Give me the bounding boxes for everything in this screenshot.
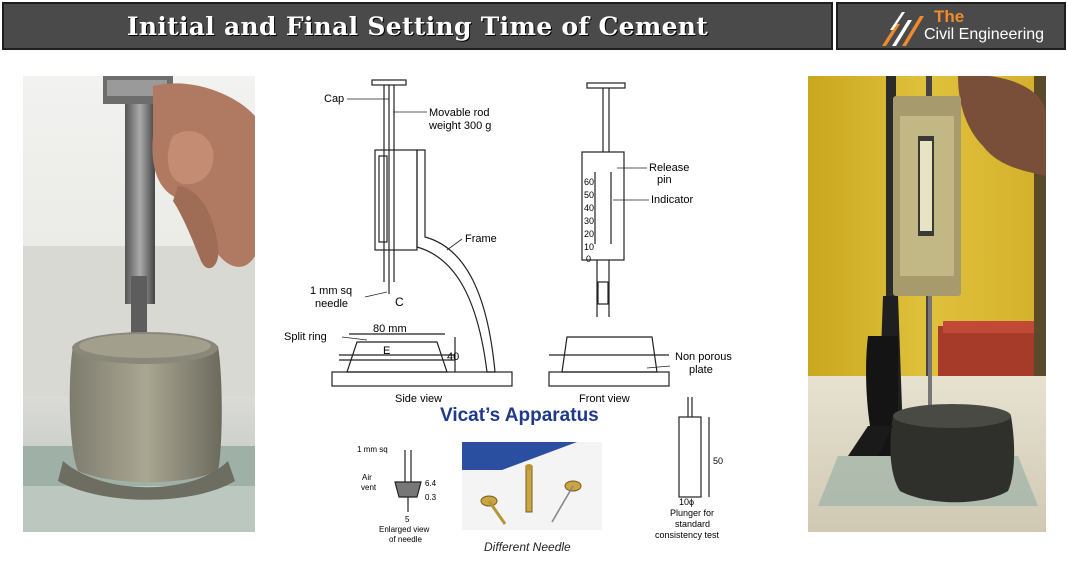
caption-different-needle: Different Needle xyxy=(484,540,571,554)
needle-detail-caption-1: Enlarged view xyxy=(379,525,429,534)
scale-50: 50 xyxy=(584,190,594,200)
left-photo-vicat-test xyxy=(23,76,255,532)
label-release: Release xyxy=(649,162,689,174)
scale-10: 10 xyxy=(584,242,594,252)
site-logo[interactable]: The Civil Engineering xyxy=(836,2,1066,50)
vicat-apparatus-diagram: Cap Movable rod weight 300 g Frame 1 mm … xyxy=(277,72,787,557)
scale-40: 40 xyxy=(584,203,594,213)
title-banner: Initial and Final Setting Time of Cement xyxy=(2,2,833,50)
logo-text-the: The xyxy=(934,7,965,26)
scale-30: 30 xyxy=(584,216,594,226)
scale-20: 20 xyxy=(584,229,594,239)
needle-detail-air: Air xyxy=(362,473,372,482)
scale-60: 60 xyxy=(584,177,594,187)
needle-detail-dim-b: 0.3 xyxy=(425,493,437,502)
label-needle-mark: C xyxy=(395,295,404,309)
caption-side-view: Side view xyxy=(395,393,442,405)
needle-detail-caption-2: of needle xyxy=(389,535,422,544)
label-pin: pin xyxy=(657,174,672,186)
label-non-porous: Non porous xyxy=(675,351,732,363)
needles-photo-needles xyxy=(480,464,582,525)
needle-detail-vent: vent xyxy=(361,483,377,492)
plunger-diameter: 10ϕ xyxy=(679,497,694,507)
label-mould-mark: E xyxy=(383,345,390,357)
label-frame: Frame xyxy=(465,233,497,245)
plunger-height: 50 xyxy=(713,456,723,466)
label-plate: plate xyxy=(689,364,713,376)
label-rod-weight: weight 300 g xyxy=(428,120,491,132)
label-mould-height: 40 xyxy=(447,351,459,363)
label-needle-size: 1 mm sq xyxy=(310,285,352,297)
plunger-caption-1: Plunger for xyxy=(670,508,714,518)
label-split-ring: Split ring xyxy=(284,331,327,343)
label-cap: Cap xyxy=(324,93,344,105)
needles-photo-blue-sheet xyxy=(462,442,577,470)
diagram-title: Vicat’s Apparatus xyxy=(440,405,599,426)
scale-0: 0 xyxy=(586,254,591,264)
logo-stripes-icon xyxy=(882,12,924,46)
needle-detail-dim-c: 5 xyxy=(405,515,410,524)
right-photo-vicat-apparatus xyxy=(808,76,1046,532)
needle-detail-top: 1 mm sq xyxy=(357,445,388,454)
label-mould-width: 80 mm xyxy=(373,323,407,335)
caption-front-view: Front view xyxy=(579,393,630,405)
label-movable-rod: Movable rod xyxy=(429,107,490,119)
needle-detail-dim-a: 6.4 xyxy=(425,479,437,488)
page-title: Initial and Final Setting Time of Cement xyxy=(126,11,709,41)
plunger-caption-3: consistency test xyxy=(655,530,720,540)
logo-text-name: Civil Engineering xyxy=(924,26,1045,43)
label-needle: needle xyxy=(315,298,348,310)
vicat-diagram-drawing: Cap Movable rod weight 300 g Frame 1 mm … xyxy=(284,79,732,554)
label-indicator: Indicator xyxy=(651,194,694,206)
plunger-caption-2: standard xyxy=(675,519,710,529)
